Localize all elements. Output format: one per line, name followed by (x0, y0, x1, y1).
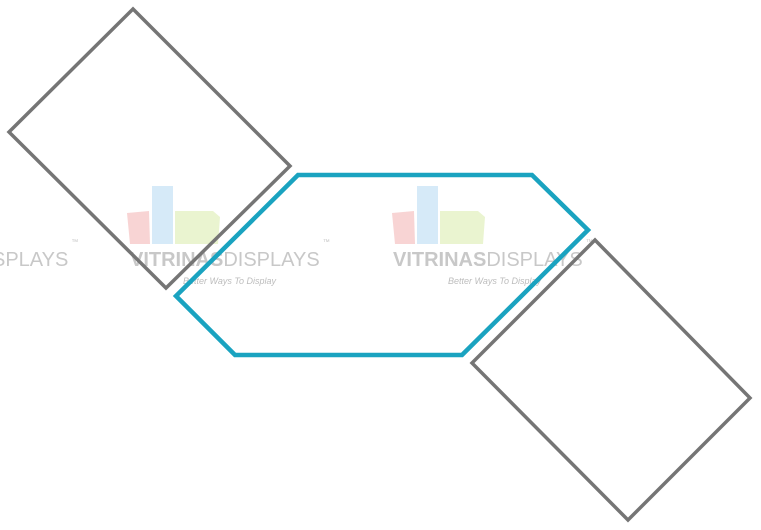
watermark-1: VITRINASDISPLAYS ™ Better Ways To Displa… (130, 239, 330, 286)
right-rectangle (469, 237, 753, 523)
hexagon (172, 172, 592, 358)
watermark-brand: VITRINASDISPLAYS (130, 249, 320, 271)
watermark-brand-light: DISPLAYS (486, 249, 582, 271)
watermark-tm: ™ (586, 239, 593, 246)
watermark-brand: VITRINASDISPLAYS (393, 249, 583, 271)
watermark-2: VITRINASDISPLAYS ™ Better Ways To Displa… (393, 239, 593, 286)
left-rectangle (6, 6, 293, 291)
watermark-partial: SPLAYS ™ (0, 239, 78, 271)
watermark-brand-light: DISPLAYS (223, 249, 319, 271)
watermark-logo-1 (127, 186, 220, 244)
watermark-tm: ™ (71, 239, 78, 246)
watermark-brand-bold: VITRINAS (393, 249, 486, 271)
watermark-tm: ™ (323, 239, 330, 246)
watermark-tagline: Better Ways To Display (183, 276, 277, 286)
watermark-tagline: Better Ways To Display (448, 276, 542, 286)
watermark-logo-2 (392, 186, 485, 244)
watermark-brand-partial: SPLAYS (0, 249, 68, 271)
